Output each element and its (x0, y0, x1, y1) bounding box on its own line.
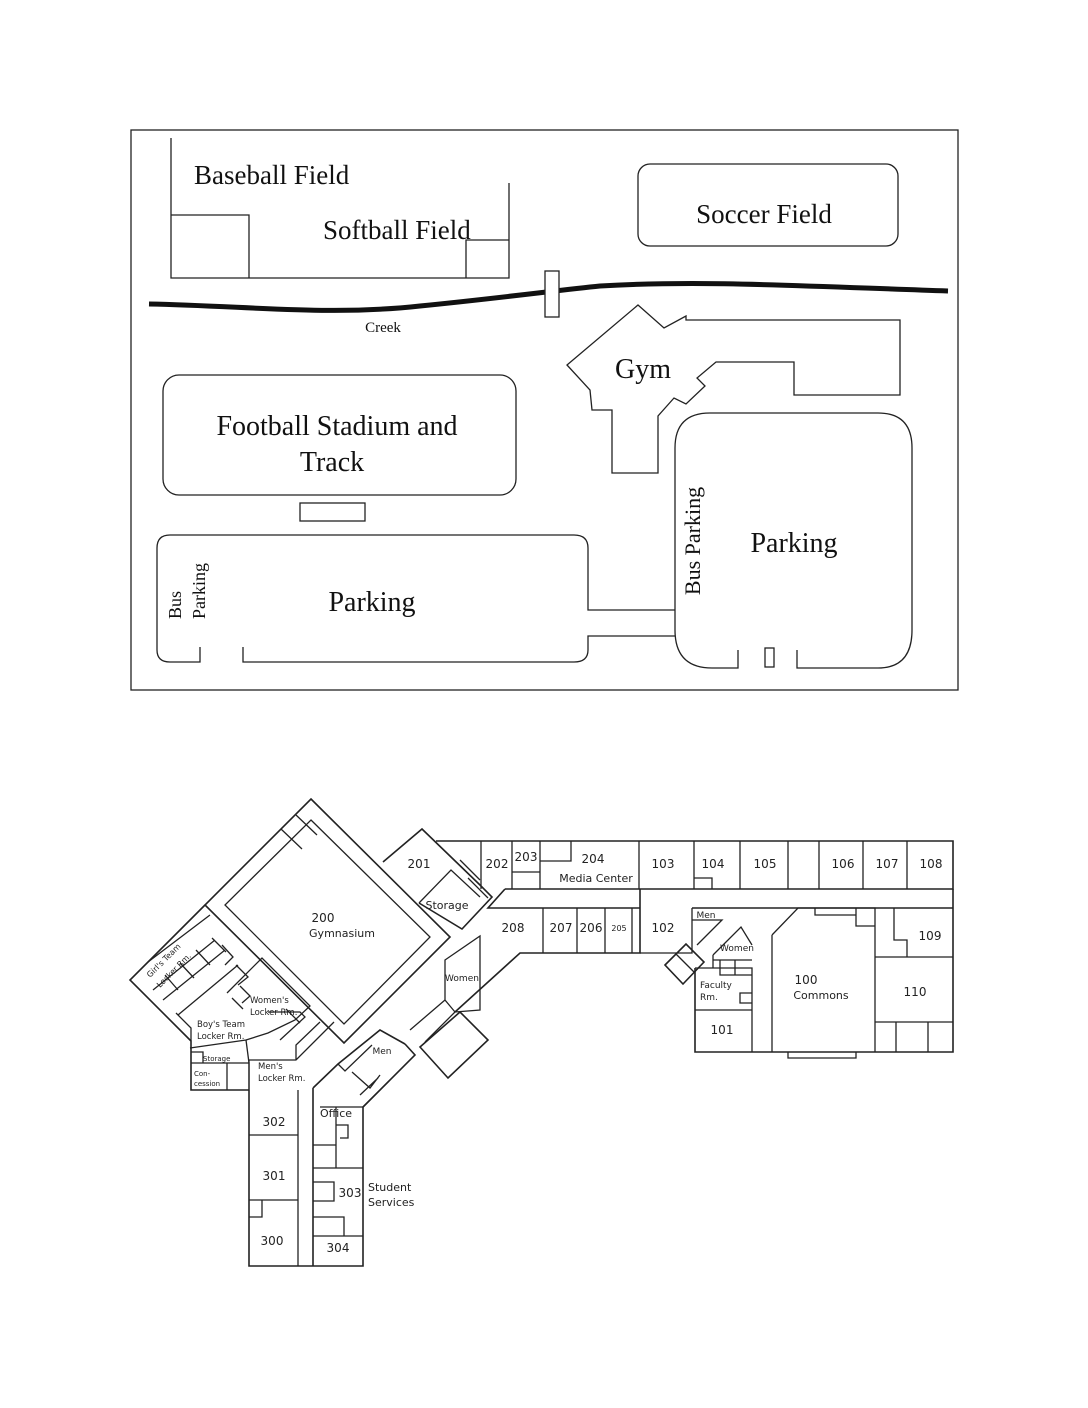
room-104-label: 104 (702, 857, 725, 871)
womens-locker-label-2: Locker Rm. (250, 1008, 297, 1018)
womens-locker-label-1: Women's (250, 996, 289, 1006)
commons-outline (771, 907, 953, 1059)
baseball-field-label: Baseball Field (194, 160, 350, 190)
room-labels: 201 202 203 204 Media Center 103 104 105… (145, 850, 942, 1255)
room-207-label: 207 (550, 921, 573, 935)
women-right-label: Women (720, 944, 754, 954)
left-parking-label: Parking (328, 587, 415, 618)
football-stadium (162, 374, 517, 496)
left-bus-label-2: Parking (189, 563, 209, 619)
right-diag-entry (663, 942, 706, 986)
creek-bridge (544, 270, 560, 318)
room-202-label: 202 (486, 857, 509, 871)
room-105-label: 105 (754, 857, 777, 871)
student-services-label-1: Student (368, 1181, 412, 1194)
football-label-line1: Football Stadium and (216, 411, 457, 442)
storage-small-label: Storage (203, 1055, 230, 1063)
middle-wing-walls (542, 908, 693, 954)
media-center-label: Media Center (559, 872, 633, 885)
south-rooms-walls (249, 1044, 390, 1266)
football-label-line2: Track (300, 447, 364, 478)
site-border (130, 129, 959, 691)
mens-locker-label-2: Locker Rm. (258, 1074, 305, 1084)
stadium-building (299, 502, 366, 522)
room-302-label: 302 (263, 1115, 286, 1129)
womens-locker-walls (189, 957, 311, 1049)
room-108-label: 108 (920, 857, 943, 871)
gym-label: Gym (615, 354, 671, 385)
concession-label-1: Con- (194, 1070, 211, 1078)
faculty-room-walls (695, 959, 753, 1052)
baseball-infield (171, 214, 250, 278)
right-parking-label: Parking (750, 528, 837, 559)
commons-label: Commons (793, 989, 849, 1002)
room-107-label: 107 (876, 857, 899, 871)
room-304-label: 304 (327, 1241, 350, 1255)
women-mid-label: Women (445, 974, 479, 984)
right-parking-lot (674, 412, 913, 669)
softball-infield (465, 239, 509, 278)
softball-field-label: Softball Field (323, 215, 471, 245)
room-101-label: 101 (711, 1023, 734, 1037)
room-208-label: 208 (502, 921, 525, 935)
room-100-label: 100 (795, 973, 818, 987)
gymnasium-inner (224, 819, 431, 1025)
baseball-field-outline (170, 138, 510, 279)
site-map: Baseball Field Softball Field Soccer Fie… (130, 129, 959, 691)
faculty-label-1: Faculty (700, 981, 733, 991)
concession-label-2: cession (194, 1080, 220, 1088)
room-206-label: 206 (580, 921, 603, 935)
men-mid-label: Men (372, 1047, 391, 1057)
student-services-label-2: Services (368, 1196, 415, 1209)
gym-top-rooms (280, 814, 318, 850)
entrance-marker (764, 647, 775, 668)
soccer-field (637, 163, 899, 247)
creek-label: Creek (365, 320, 401, 336)
gym-outline (566, 304, 901, 474)
room-204-label: 204 (582, 852, 605, 866)
room-109-label: 109 (919, 929, 942, 943)
room-301-label: 301 (263, 1169, 286, 1183)
boys-locker-label-2: Locker Rm. (197, 1032, 244, 1042)
room-201-label: 201 (408, 857, 431, 871)
mens-locker-walls (248, 1021, 335, 1090)
room-103-label: 103 (652, 857, 675, 871)
women-restroom-mid (444, 934, 481, 1013)
room-201-outline (382, 827, 494, 931)
entry-block (418, 1010, 490, 1080)
office-label: Office (320, 1107, 352, 1120)
creek-line (148, 280, 949, 313)
gymnasium-label: Gymnasium (309, 927, 375, 940)
room-303-label: 303 (339, 1186, 362, 1200)
men-women-right (692, 919, 753, 968)
entry-corridor (409, 999, 456, 1043)
east-wing-outline (694, 889, 954, 1053)
left-bus-label-1: Bus (165, 591, 185, 619)
right-diag-inner (675, 953, 695, 973)
floor-plan: 201 202 203 204 Media Center 103 104 105… (128, 797, 954, 1267)
room-110-label: 110 (904, 985, 927, 999)
north-wing-walls (480, 841, 908, 889)
room-203-label: 203 (515, 850, 538, 864)
room-106-label: 106 (832, 857, 855, 871)
gymnasium-outline (203, 797, 452, 1045)
left-parking-lot (156, 534, 675, 663)
right-bus-label: Bus Parking (680, 487, 705, 595)
room-102-label: 102 (652, 921, 675, 935)
boys-locker-label-1: Boy's Team (197, 1020, 245, 1030)
storage-top-label: Storage (425, 899, 468, 912)
faculty-label-2: Rm. (700, 993, 718, 1003)
locker-wing-walls (147, 914, 249, 1016)
room-205-label: 205 (611, 924, 626, 933)
men-right-label: Men (696, 911, 715, 921)
mens-locker-label-1: Men's (258, 1062, 283, 1072)
locker-wing-outline (128, 904, 249, 1091)
room-200-label: 200 (312, 911, 335, 925)
storage-walls (418, 859, 489, 904)
room-300-label: 300 (261, 1234, 284, 1248)
soccer-field-label: Soccer Field (696, 199, 832, 229)
